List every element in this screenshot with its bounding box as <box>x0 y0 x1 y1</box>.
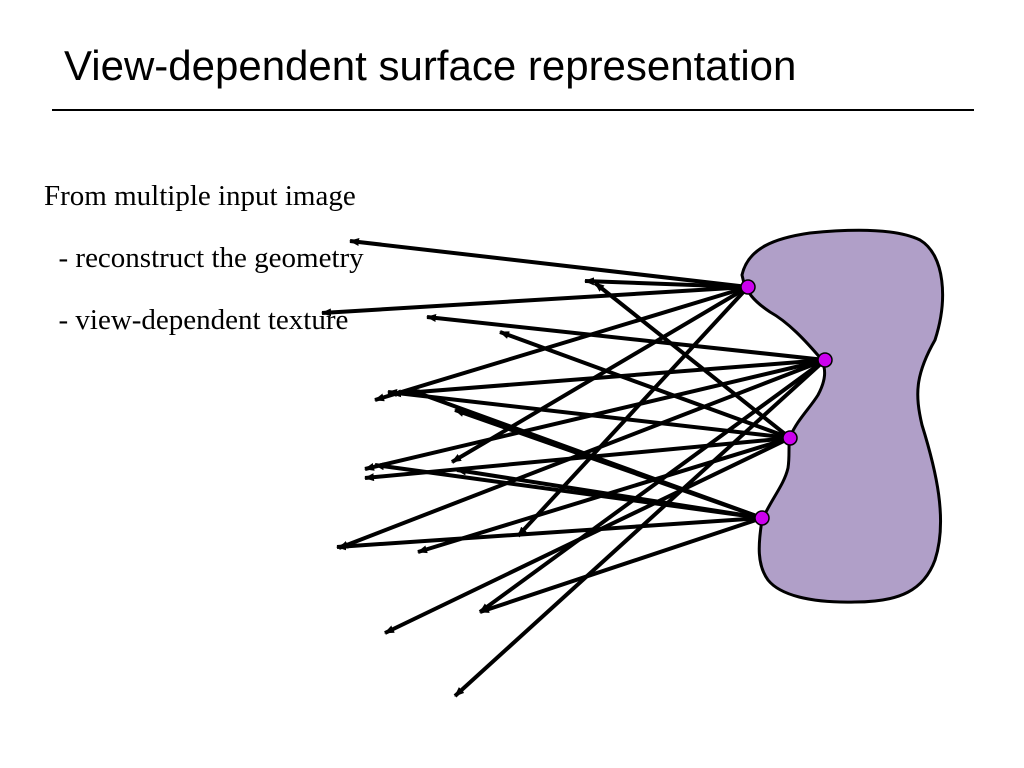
view-ray-arrow <box>516 285 750 538</box>
view-ray-arrow <box>349 238 749 289</box>
body-line-texture: - view-dependent texture <box>44 304 349 336</box>
body-line-geometry: - reconstruct the geometry <box>44 242 364 274</box>
view-ray-arrow <box>336 516 763 551</box>
title-divider <box>52 109 974 111</box>
view-ray-arrow <box>391 358 826 398</box>
surface-points <box>740 279 833 526</box>
view-ray-arrow <box>384 436 791 635</box>
view-ray-arrow <box>374 285 749 402</box>
view-ray-arrow <box>450 285 750 464</box>
view-ray-arrow <box>374 462 763 520</box>
view-ray-arrow <box>584 277 749 289</box>
view-ray-arrow <box>321 285 749 317</box>
slide-title: View-dependent surface representation <box>64 42 797 89</box>
surface-point <box>754 510 770 526</box>
view-ray-arrow <box>426 313 826 362</box>
object-surface-shape <box>740 228 945 604</box>
view-ray-arrow <box>454 408 763 520</box>
surface-point <box>740 279 756 295</box>
body-line-intro: From multiple input image <box>44 180 356 212</box>
view-ray-arrow <box>593 281 792 440</box>
view-ray-arrow <box>478 358 827 614</box>
surface-point <box>817 352 833 368</box>
view-ray-arrow <box>387 389 791 440</box>
view-ray-arrow <box>499 330 791 440</box>
viewing-rays <box>321 238 827 698</box>
surface-point <box>782 430 798 446</box>
view-ray-arrow <box>479 516 763 614</box>
